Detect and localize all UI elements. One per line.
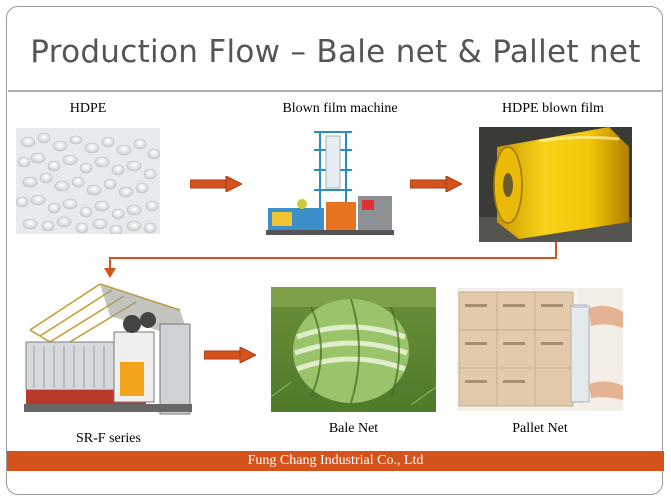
pallet-net-photo bbox=[457, 288, 623, 411]
title-divider bbox=[8, 90, 663, 92]
label-pallet-net: Pallet Net bbox=[512, 421, 568, 436]
label-bale-net: Bale Net bbox=[328, 421, 379, 436]
arrow-right-icon bbox=[410, 176, 462, 192]
knitting-machine-photo bbox=[20, 280, 197, 428]
arrow-right-icon bbox=[190, 176, 242, 192]
company-footer: Fung Chang Industrial Co., Ltd bbox=[7, 451, 664, 471]
bale-net-photo bbox=[271, 287, 436, 412]
label-blown-film-machine: Blown film machine bbox=[282, 101, 398, 116]
elbow-arrow-icon bbox=[104, 242, 557, 278]
label-srf-series: SR-F series bbox=[76, 431, 141, 446]
arrow-right-icon bbox=[204, 347, 256, 363]
label-hdpe-blown-film: HDPE blown film bbox=[502, 101, 604, 116]
blown-film-machine-photo bbox=[262, 126, 398, 241]
yellow-film-roll-photo bbox=[479, 127, 632, 242]
hdpe-pellets-photo bbox=[16, 128, 160, 234]
slide-title: Production Flow – Bale net & Pallet net bbox=[30, 34, 641, 70]
label-hdpe: HDPE bbox=[69, 101, 107, 116]
